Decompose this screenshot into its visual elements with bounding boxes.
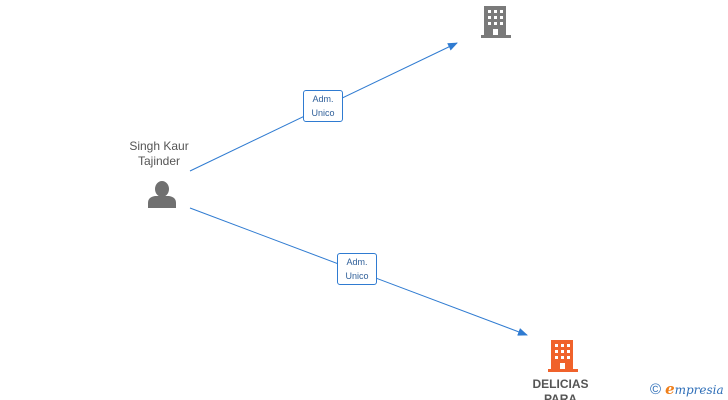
person-name[interactable]: Singh Kaur Tajinder	[109, 139, 209, 169]
company-name-2-line-2: PARA	[543, 392, 578, 400]
company-name-2[interactable]: DELICIAS PARA	[503, 377, 618, 400]
company-name-2-line-1: DELICIAS	[532, 377, 589, 391]
person-name-line-2: Tajinder	[137, 154, 181, 168]
copyright-icon: ©	[650, 381, 662, 398]
brand-e: e	[665, 380, 675, 398]
relation-label-1: Adm. Unico	[303, 90, 343, 122]
person-name-line-1: Singh Kaur	[129, 139, 189, 153]
person-icon[interactable]	[148, 181, 176, 208]
relation-label-2-line-1: Adm.	[346, 257, 368, 267]
relation-label-2-line-2: Unico	[345, 271, 369, 281]
empresia-brand: ©empresia	[650, 380, 724, 398]
brand-rest: mpresia	[674, 383, 724, 397]
relation-label-1-line-1: Adm.	[312, 94, 334, 104]
building-icon[interactable]	[481, 6, 511, 38]
relation-label-2: Adm. Unico	[337, 253, 377, 285]
building-icon-highlighted[interactable]	[548, 340, 578, 372]
relation-label-1-line-2: Unico	[311, 108, 335, 118]
